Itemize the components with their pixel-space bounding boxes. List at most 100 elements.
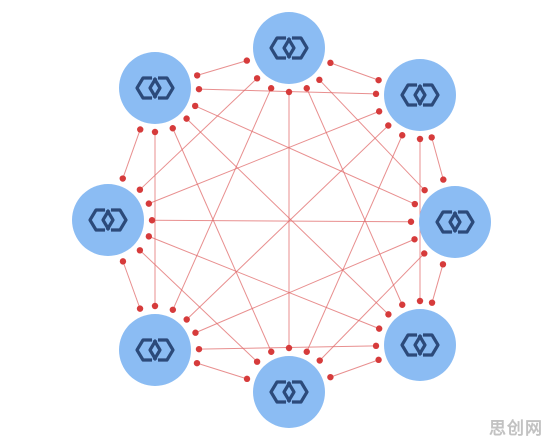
linked-chain-icon	[269, 380, 309, 404]
endpoint-dot	[136, 305, 144, 312]
endpoint-dot	[372, 342, 380, 350]
endpoint-dot	[327, 59, 334, 67]
endpoint-dot	[136, 186, 144, 193]
linked-chain-icon	[269, 36, 309, 60]
endpoint-dot	[253, 358, 261, 365]
endpoint-dot	[119, 175, 126, 182]
endpoint-dot	[316, 357, 323, 364]
edge-3-6	[148, 235, 380, 330]
endpoint-dot	[148, 217, 156, 224]
edge-2-3	[431, 264, 444, 303]
nodes-layer	[72, 12, 491, 428]
endpoint-dot	[268, 348, 275, 355]
endpoint-dot	[253, 75, 261, 82]
endpoint-dot	[285, 344, 293, 352]
endpoint-dot	[193, 359, 201, 367]
endpoint-dot	[151, 128, 159, 136]
endpoint-dot	[416, 135, 424, 143]
linked-chain-icon	[435, 210, 475, 234]
edge-4-7	[172, 128, 272, 352]
endpoint-dot	[375, 325, 383, 332]
endpoint-dot	[421, 186, 428, 194]
endpoint-dots-layer	[119, 57, 447, 383]
endpoint-dot	[145, 200, 153, 207]
endpoint-dot	[416, 297, 424, 305]
endpoint-dot	[375, 108, 383, 115]
endpoint-dot	[191, 102, 199, 110]
edge-0-5	[172, 88, 272, 310]
edge-5-6	[122, 261, 141, 309]
network-node-8	[119, 52, 191, 124]
endpoint-dot	[195, 345, 203, 353]
endpoint-dot	[316, 76, 323, 84]
edge-0-3	[306, 88, 403, 305]
endpoint-dot	[285, 88, 293, 96]
node-circle	[419, 186, 491, 258]
endpoint-dot	[136, 247, 144, 254]
node-circle	[119, 52, 191, 124]
network-node-2	[384, 59, 456, 131]
endpoint-dot	[421, 250, 428, 257]
node-circle	[253, 356, 325, 428]
endpoint-dot	[243, 375, 251, 383]
endpoint-dot	[195, 85, 203, 93]
endpoint-dot	[385, 122, 392, 129]
endpoint-dot	[151, 302, 159, 310]
endpoint-dot	[119, 258, 127, 265]
edge-2-7	[194, 105, 416, 205]
endpoint-dot	[303, 85, 310, 92]
endpoint-dot	[145, 233, 153, 240]
endpoint-dot	[327, 373, 334, 381]
endpoint-dot	[192, 329, 199, 336]
edge-4-5	[196, 362, 248, 380]
edge-0-2	[319, 79, 425, 191]
endpoint-dot	[407, 218, 415, 225]
node-circle	[119, 314, 191, 386]
edge-1-2	[431, 137, 444, 180]
watermark-text: 思创网	[489, 419, 543, 439]
endpoint-dot	[411, 236, 418, 243]
endpoint-dot	[375, 76, 382, 84]
endpoint-dot	[440, 176, 447, 183]
edge-6-7	[122, 129, 141, 179]
endpoint-dot	[183, 115, 190, 122]
endpoint-dot	[169, 125, 176, 132]
node-circle	[384, 59, 456, 131]
endpoint-dot	[399, 301, 406, 308]
edge-2-6	[151, 219, 412, 223]
edge-0-6	[139, 77, 258, 191]
node-circle	[253, 12, 325, 84]
network-node-6	[119, 314, 191, 386]
endpoint-dot	[372, 90, 380, 98]
network-node-7	[72, 184, 144, 256]
edge-3-7	[186, 118, 389, 315]
endpoint-dot	[193, 72, 201, 79]
node-circle	[384, 309, 456, 381]
edge-1-6	[148, 110, 380, 205]
network-node-5	[253, 356, 325, 428]
endpoint-dot	[428, 299, 436, 306]
endpoint-dot	[385, 311, 392, 318]
linked-chain-icon	[88, 208, 128, 232]
endpoint-dot	[267, 85, 275, 92]
edge-0-7	[197, 60, 247, 76]
endpoint-dot	[399, 132, 406, 139]
endpoint-dot	[243, 57, 251, 64]
network-node-4	[384, 309, 456, 381]
network-node-1	[253, 12, 325, 84]
edge-1-4	[306, 135, 403, 352]
edge-0-1	[330, 62, 379, 81]
linked-chain-icon	[135, 338, 175, 362]
endpoint-dot	[137, 126, 144, 133]
endpoint-dot	[169, 306, 177, 313]
endpoint-dot	[428, 134, 435, 141]
endpoint-dot	[439, 261, 447, 268]
endpoint-dot	[411, 200, 419, 208]
edge-2-4	[319, 253, 425, 361]
network-node-3	[419, 186, 491, 258]
endpoint-dot	[375, 356, 382, 364]
edge-4-6	[139, 249, 258, 363]
edge-1-5	[186, 125, 389, 320]
endpoint-dot	[303, 348, 310, 355]
